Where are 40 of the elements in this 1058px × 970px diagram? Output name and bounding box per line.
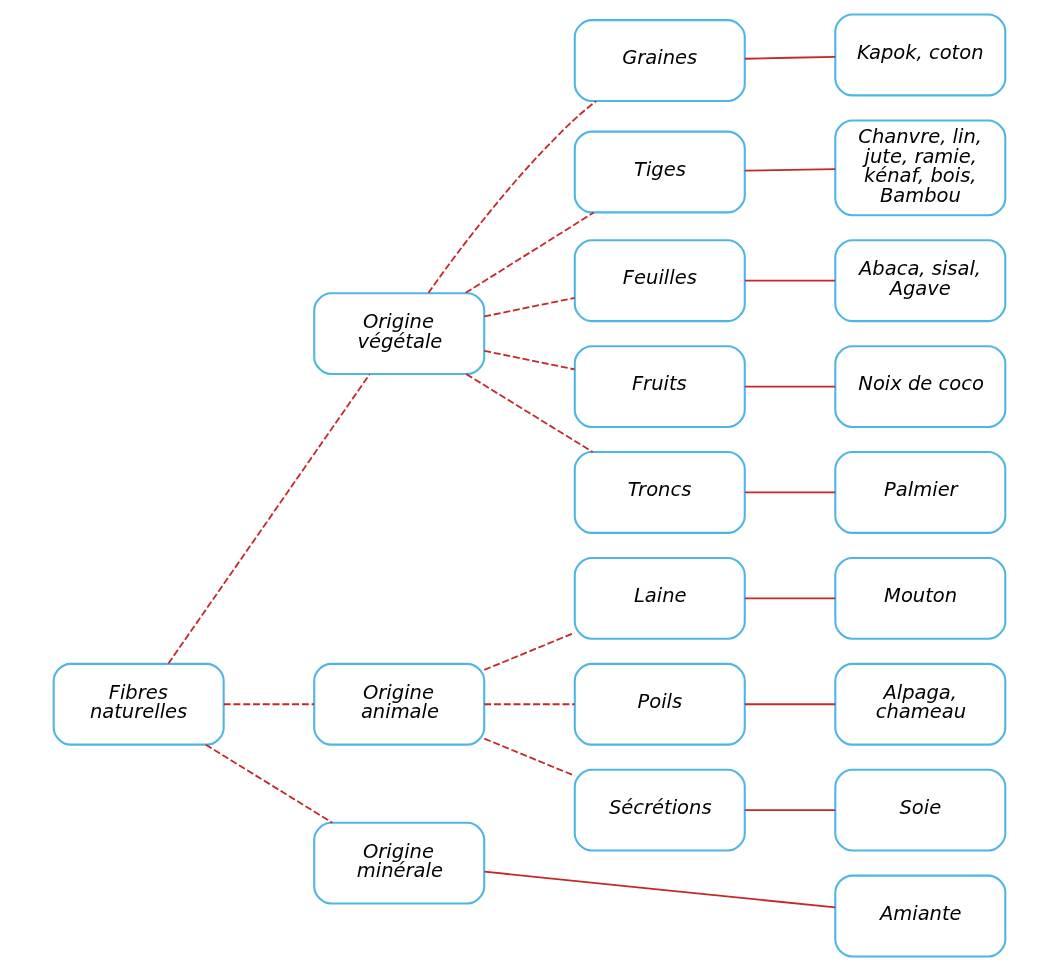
node-box: Fruits (573, 344, 746, 428)
node-box: Sécrétions (573, 768, 746, 852)
node-box: Origine végétale (312, 291, 485, 375)
connector (743, 596, 836, 599)
node-box: Kapok, coton (833, 13, 1006, 96)
connector (743, 167, 836, 172)
node-box: Palmier (833, 450, 1006, 534)
connector (483, 870, 836, 908)
connector (743, 702, 836, 705)
node-box: Amiante (833, 874, 1006, 957)
node-box: Origine animale (312, 662, 485, 746)
node-box: Soie (833, 768, 1006, 852)
connector (743, 55, 836, 60)
node-box: Fibres naturelles (52, 662, 225, 746)
node-box: Feuilles (573, 238, 746, 322)
connector (743, 385, 836, 387)
connector (482, 702, 576, 705)
connector (204, 743, 333, 824)
connector (427, 99, 597, 294)
node-box: Noix de coco (833, 344, 1006, 428)
connector (167, 373, 370, 664)
connector (743, 808, 836, 811)
node-box: Alpaga, chameau (833, 662, 1006, 746)
node-box: Origine minérale (312, 821, 485, 905)
node-box: Mouton (833, 556, 1006, 640)
node-box: Chanvre, lin, jute, ramie, kénaf, bois, Bambou (833, 118, 1006, 216)
connector (464, 372, 594, 453)
node-box: Graines (573, 18, 746, 102)
connector (482, 296, 576, 317)
node-box: Tiges (573, 130, 746, 213)
node-box: Poils (573, 662, 746, 746)
connector (464, 211, 595, 294)
node-box: Troncs (573, 450, 746, 534)
connector (482, 349, 576, 370)
node-box: Laine (573, 556, 746, 640)
connector (482, 631, 576, 671)
connector (222, 702, 315, 705)
connector (743, 279, 836, 282)
node-box: Abaca, sisal, Agave (833, 238, 1006, 322)
connector (743, 491, 836, 493)
